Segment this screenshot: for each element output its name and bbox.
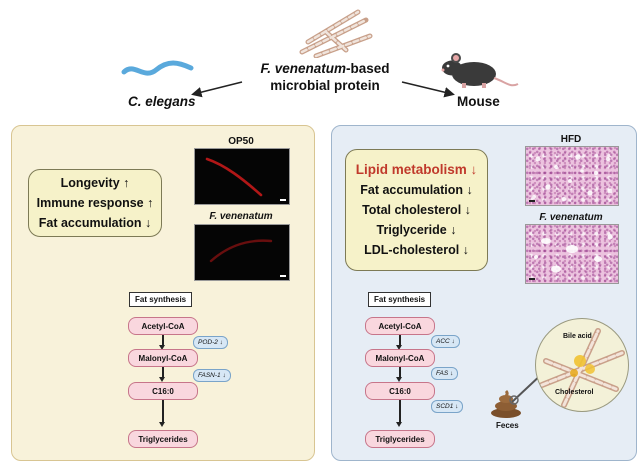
worm-micrograph-op50 <box>194 148 290 205</box>
metabolite-malonyl-coa: Malonyl-CoA <box>128 349 198 367</box>
scale-bar <box>529 278 535 280</box>
zoom-label-bile-acid: Bile acid <box>563 333 592 340</box>
pathway-arrow <box>159 367 165 382</box>
scale-bar <box>280 199 286 201</box>
worm-fluorescence-op50 <box>205 157 263 197</box>
effect-fat-accumulation: Fat accumulation ↓ <box>38 216 152 230</box>
worm-fluorescence-f-venenatum <box>209 239 273 263</box>
effect-longevity: Longevity ↑ <box>60 176 130 190</box>
feces-label: Feces <box>496 421 519 430</box>
enzyme-fasn-1: FASN-1 ↓ <box>193 369 231 382</box>
pathway-arrow <box>396 367 402 382</box>
pathway-arrow <box>396 335 402 350</box>
hyphae-with-bile-acid <box>539 328 625 408</box>
effect-lipid-metabolism: Lipid metabolism ↓ <box>355 162 478 177</box>
effect-immune-response: Immune response ↑ <box>36 196 154 210</box>
mouse-icon <box>441 53 519 88</box>
image-label-op50: OP50 <box>228 136 254 147</box>
effect-total-cholesterol: Total cholesterol ↓ <box>362 203 471 217</box>
pathway-arrow <box>159 335 165 350</box>
title-line-1: F. venenatum-based <box>230 61 420 76</box>
liver-vessels <box>534 234 613 273</box>
scale-bar <box>280 275 286 277</box>
scale-bar <box>529 200 535 202</box>
c-elegans-effects-box: Longevity ↑ Immune response ↑ Fat accumu… <box>28 169 162 237</box>
metabolite-c16-0: C16:0 <box>128 382 198 400</box>
left-pathway-title: Fat synthesis <box>129 292 193 307</box>
mouse-effects-box: Lipid metabolism ↓ Fat accumulation ↓ To… <box>345 149 488 271</box>
left-organism-label: C. elegans <box>128 94 196 109</box>
metabolite-acetyl-coa: Acetyl-CoA <box>365 317 435 335</box>
pathway-arrow <box>396 400 402 427</box>
title-suffix: -based <box>346 61 390 76</box>
metabolite-acetyl-coa: Acetyl-CoA <box>128 317 198 335</box>
worm-icon <box>121 60 194 76</box>
header-arrows <box>191 81 455 98</box>
image-label-f-venenatum-mouse: F. venenatum <box>539 212 603 223</box>
feces-zoom-circle <box>535 318 629 412</box>
enzyme-fas: FAS ↓ <box>431 367 459 380</box>
enzyme-pod-2: POD-2 ↓ <box>193 336 228 349</box>
pathway-arrow <box>159 400 165 427</box>
enzyme-acc: ACC ↓ <box>431 335 460 348</box>
metabolite-triglycerides: Triglycerides <box>128 430 198 448</box>
lipid-droplets <box>532 154 613 202</box>
enzyme-scd1: SCD1 ↓ <box>431 400 464 413</box>
right-organism-label: Mouse <box>457 94 500 109</box>
zoom-label-cholesterol: Cholesterol <box>555 389 594 396</box>
metabolite-c16-0: C16:0 <box>365 382 435 400</box>
effect-triglyceride: Triglyceride ↓ <box>376 223 457 237</box>
right-pathway-title: Fat synthesis <box>368 292 432 307</box>
image-label-f-venenatum-worm: F. venenatum <box>209 211 273 222</box>
image-label-hfd: HFD <box>560 134 582 145</box>
title-line-2: microbial protein <box>270 78 380 93</box>
liver-histology-f-venenatum <box>525 224 619 284</box>
worm-micrograph-f-venenatum <box>194 224 290 281</box>
effect-fat-accumulation: Fat accumulation ↓ <box>360 183 473 197</box>
metabolite-malonyl-coa: Malonyl-CoA <box>365 349 435 367</box>
metabolite-triglycerides: Triglycerides <box>365 430 435 448</box>
effect-ldl-cholesterol: LDL-cholesterol ↓ <box>364 243 469 257</box>
fungus-hyphae-icon <box>299 9 373 58</box>
liver-histology-hfd <box>525 146 619 206</box>
title-species: F. venenatum <box>260 61 346 76</box>
